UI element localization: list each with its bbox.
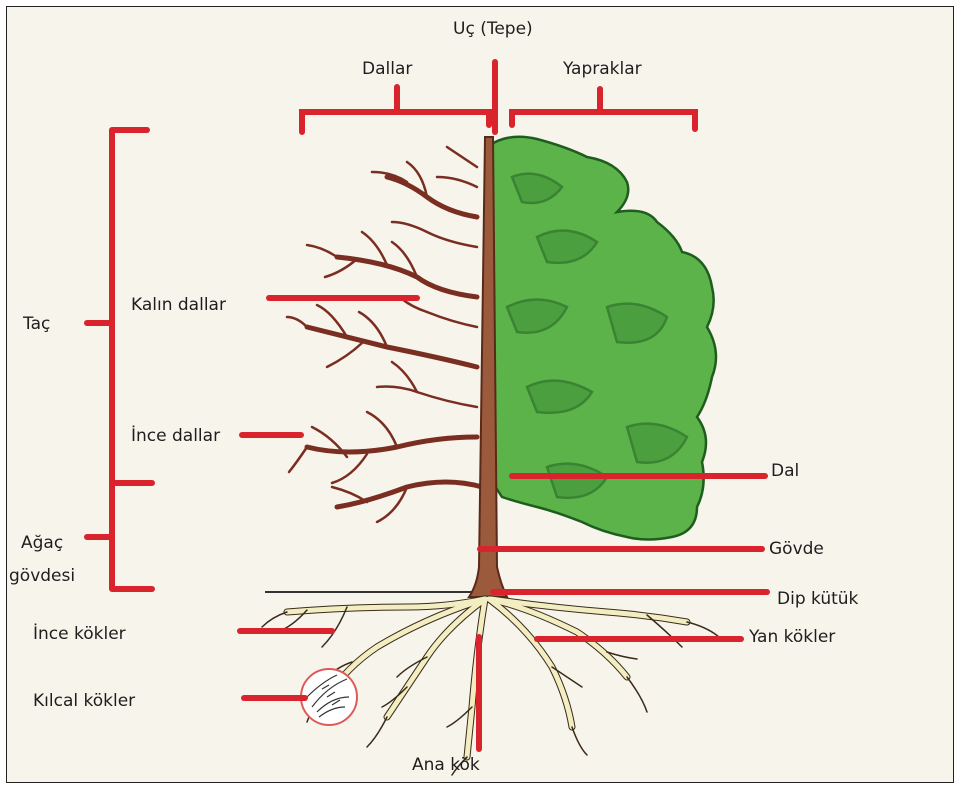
bare-branches	[287, 147, 482, 522]
label-trunk: Gövde	[769, 539, 824, 559]
trunk-body-bracket	[87, 483, 152, 589]
label-root-hairs: Kılcal kökler	[33, 691, 135, 711]
label-leaves: Yapraklar	[563, 59, 642, 79]
root-hairs-magnifier	[301, 669, 357, 725]
label-apex: Uç (Tepe)	[453, 19, 533, 39]
label-thick-branches: Kalın dallar	[131, 295, 226, 315]
branches-bracket	[302, 87, 489, 132]
label-lateral-roots: Yan kökler	[749, 627, 835, 647]
label-trunk-body-line2: gövdesi	[9, 566, 75, 586]
label-crown: Taç	[23, 314, 50, 334]
label-branches: Dallar	[362, 59, 412, 79]
label-taproot: Ana kök	[412, 755, 480, 775]
foliage-crown	[487, 137, 716, 540]
label-trunk-body-line1: Ağaç	[21, 533, 63, 553]
leaves-bracket	[512, 89, 695, 129]
tree-anatomy-illustration	[7, 7, 953, 782]
label-branch: Dal	[771, 461, 799, 481]
label-thin-branches: İnce dallar	[131, 426, 220, 446]
diagram-frame: Uç (Tepe) Dallar Yapraklar Taç Kalın dal…	[6, 6, 954, 783]
label-fine-roots: İnce kökler	[33, 624, 126, 644]
label-stump: Dip kütük	[777, 589, 858, 609]
